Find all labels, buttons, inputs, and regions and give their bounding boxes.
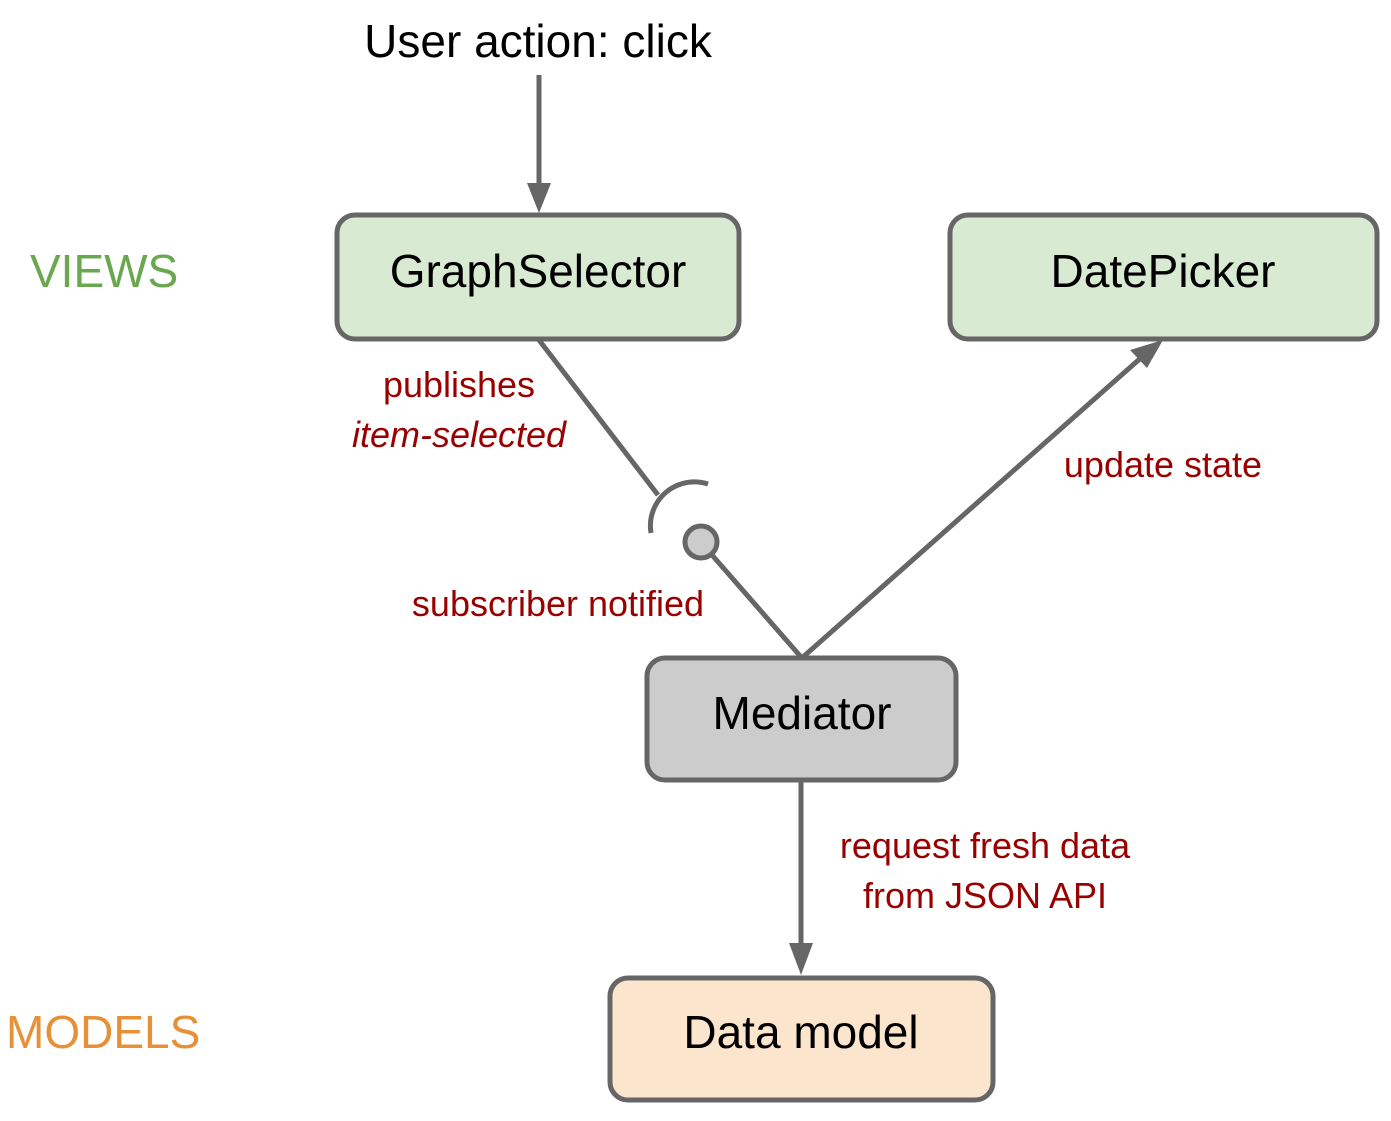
node-datamodel-label: Data model — [683, 1006, 918, 1058]
layer-label-models: MODELS — [6, 1006, 200, 1058]
edge-label-item-selected: item-selected — [352, 414, 567, 455]
edge-label-subscriber-notified: subscriber notified — [412, 583, 704, 624]
arrow-mediator-to-datamodel — [789, 782, 813, 975]
connector-ball-to-mediator — [710, 553, 803, 659]
node-datamodel: Data model — [607, 975, 996, 1103]
connector-graphselector-to-socket — [537, 338, 660, 497]
arrow-mediator-to-datepicker — [801, 340, 1163, 659]
edge-label-from-json-api: from JSON API — [863, 875, 1107, 916]
node-mediator: Mediator — [644, 655, 959, 783]
edge-label-request-fresh-data: request fresh data — [840, 825, 1131, 866]
diagram-title: User action: click — [364, 15, 713, 67]
layer-label-views: VIEWS — [30, 245, 178, 297]
socket-icon — [647, 479, 709, 534]
node-graphselector-label: GraphSelector — [390, 245, 687, 297]
node-mediator-label: Mediator — [713, 687, 892, 739]
node-graphselector: GraphSelector — [334, 212, 742, 342]
arrow-click-to-graphselector — [527, 75, 551, 213]
edge-label-publishes: publishes — [383, 364, 535, 405]
edge-label-update-state: update state — [1064, 444, 1262, 485]
node-datepicker: DatePicker — [947, 212, 1380, 342]
node-datepicker-label: DatePicker — [1051, 245, 1276, 297]
ball-icon — [682, 523, 720, 561]
